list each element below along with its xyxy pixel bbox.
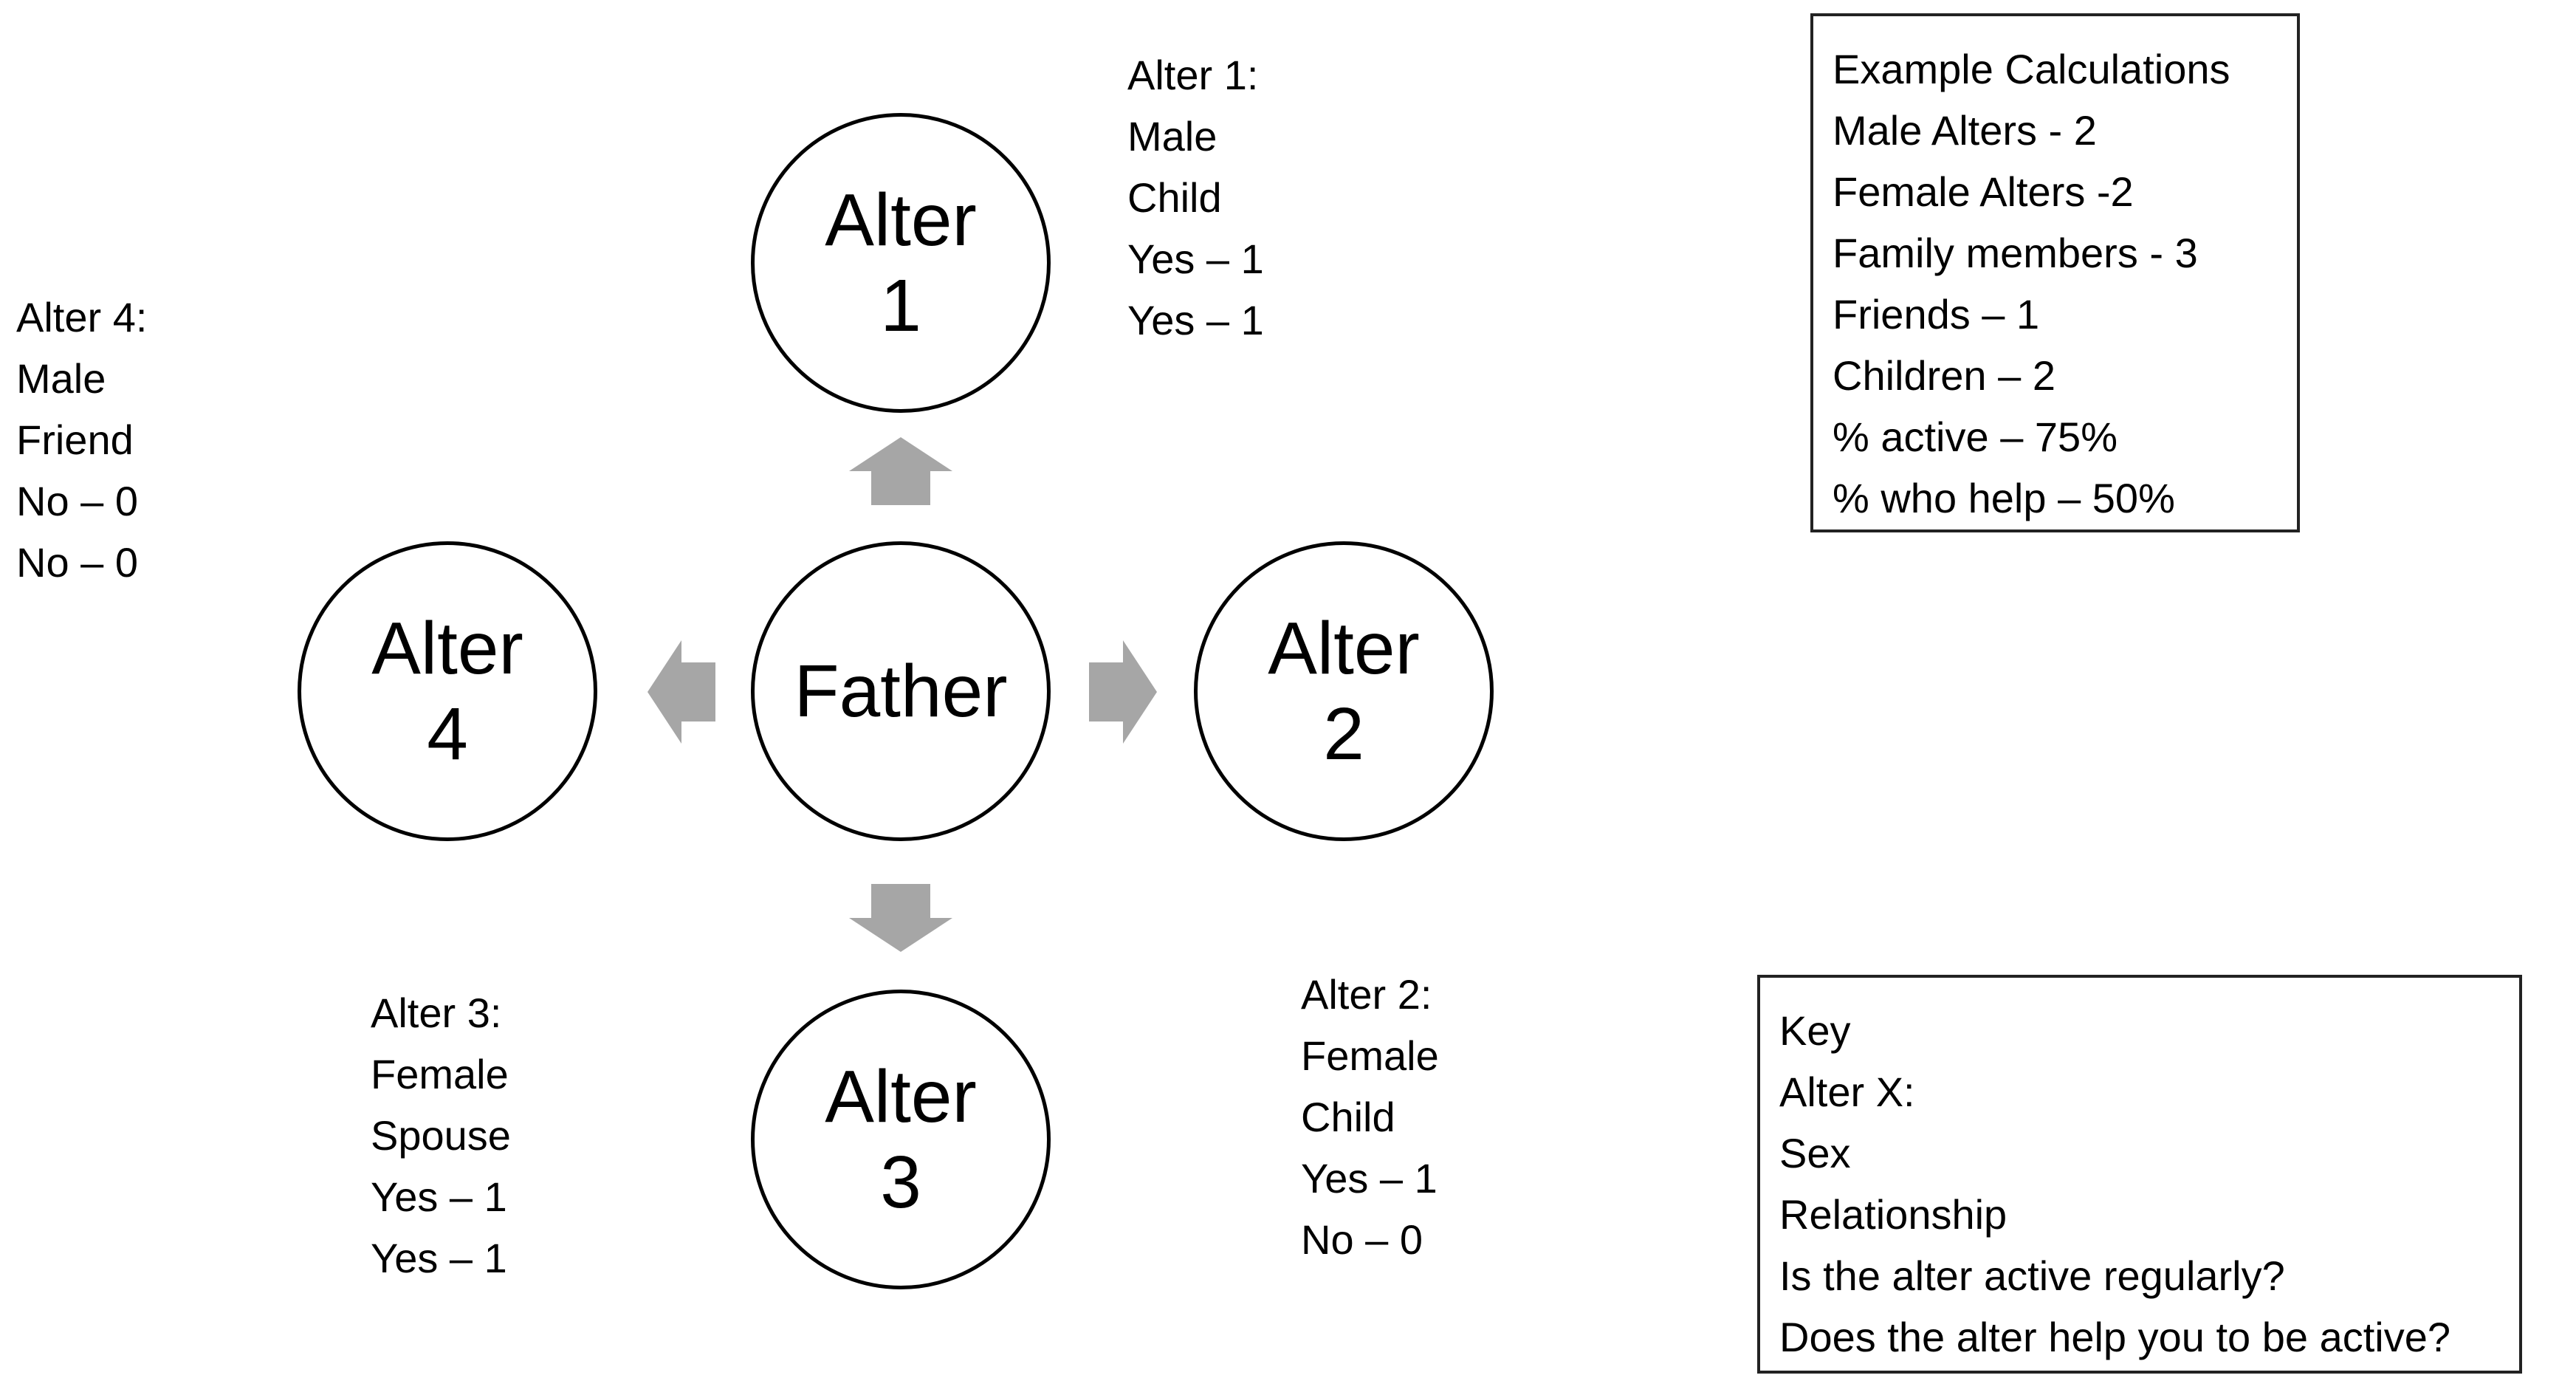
- alter-1-node: Alter 1: [751, 113, 1051, 413]
- key-sex: Sex: [1779, 1130, 1851, 1176]
- calculations-title: Example Calculations: [1833, 46, 2230, 92]
- alter-4-active: No – 0: [16, 478, 138, 524]
- arrow-right-icon: [1089, 640, 1157, 744]
- key-help-question: Does the alter help you to be active?: [1779, 1314, 2451, 1360]
- alter-1-helps: Yes – 1: [1127, 297, 1264, 343]
- alter-3-title: Alter 3:: [371, 990, 502, 1036]
- alter-4-attributes: Alter 4: Male Friend No – 0 No – 0: [16, 287, 147, 593]
- key-box: Key Alter X: Sex Relationship Is the alt…: [1757, 975, 2522, 1374]
- calculations-friends: Friends – 1: [1833, 291, 2040, 337]
- key-relationship: Relationship: [1779, 1191, 2007, 1238]
- arrow-left-icon: [648, 640, 715, 744]
- alter-2-relationship: Child: [1301, 1094, 1395, 1140]
- alter-2-attributes: Alter 2: Female Child Yes – 1 No – 0: [1301, 964, 1439, 1270]
- alter-2-node-line2: 2: [1323, 693, 1364, 775]
- alter-2-title: Alter 2:: [1301, 971, 1432, 1018]
- alter-1-title: Alter 1:: [1127, 52, 1259, 98]
- alter-4-title: Alter 4:: [16, 294, 148, 340]
- calculations-children: Children – 2: [1833, 352, 2055, 399]
- calculations-percent-help: % who help – 50%: [1833, 475, 2175, 521]
- alter-4-relationship: Friend: [16, 417, 134, 463]
- alter-4-node: Alter 4: [298, 541, 597, 841]
- alter-2-helps: No – 0: [1301, 1216, 1423, 1263]
- calculations-family-members: Family members - 3: [1833, 230, 2198, 276]
- alter-4-sex: Male: [16, 355, 106, 402]
- alter-1-node-line2: 1: [880, 264, 921, 347]
- alter-3-node: Alter 3: [751, 990, 1051, 1289]
- arrow-down-icon: [849, 884, 952, 952]
- key-alter-x: Alter X:: [1779, 1069, 1915, 1115]
- alter-2-node: Alter 2: [1194, 541, 1494, 841]
- alter-4-helps: No – 0: [16, 539, 138, 586]
- alter-3-node-line1: Alter: [825, 1055, 977, 1138]
- calculations-percent-active: % active – 75%: [1833, 414, 2118, 460]
- alter-1-sex: Male: [1127, 113, 1217, 160]
- father-node-label: Father: [794, 650, 1008, 733]
- alter-1-relationship: Child: [1127, 174, 1222, 221]
- alter-1-attributes: Alter 1: Male Child Yes – 1 Yes – 1: [1127, 44, 1264, 351]
- calculations-box: Example Calculations Male Alters - 2 Fem…: [1810, 13, 2300, 532]
- alter-3-helps: Yes – 1: [371, 1235, 507, 1281]
- alter-3-attributes: Alter 3: Female Spouse Yes – 1 Yes – 1: [371, 982, 511, 1289]
- alter-3-sex: Female: [371, 1051, 509, 1097]
- alter-3-active: Yes – 1: [371, 1173, 507, 1220]
- alter-1-node-line1: Alter: [825, 179, 977, 261]
- alter-4-node-line1: Alter: [371, 607, 523, 690]
- alter-3-relationship: Spouse: [371, 1112, 511, 1159]
- alter-2-sex: Female: [1301, 1032, 1439, 1079]
- arrow-up-icon: [849, 437, 952, 505]
- calculations-female-alters: Female Alters -2: [1833, 168, 2134, 215]
- alter-2-node-line1: Alter: [1268, 607, 1420, 690]
- alter-3-node-line2: 3: [880, 1141, 921, 1224]
- alter-1-active: Yes – 1: [1127, 236, 1264, 282]
- key-active-question: Is the alter active regularly?: [1779, 1252, 2285, 1299]
- father-node: Father: [751, 541, 1051, 841]
- calculations-male-alters: Male Alters - 2: [1833, 107, 2097, 154]
- alter-2-active: Yes – 1: [1301, 1155, 1438, 1202]
- key-title: Key: [1779, 1007, 1851, 1054]
- alter-4-node-line2: 4: [427, 693, 468, 775]
